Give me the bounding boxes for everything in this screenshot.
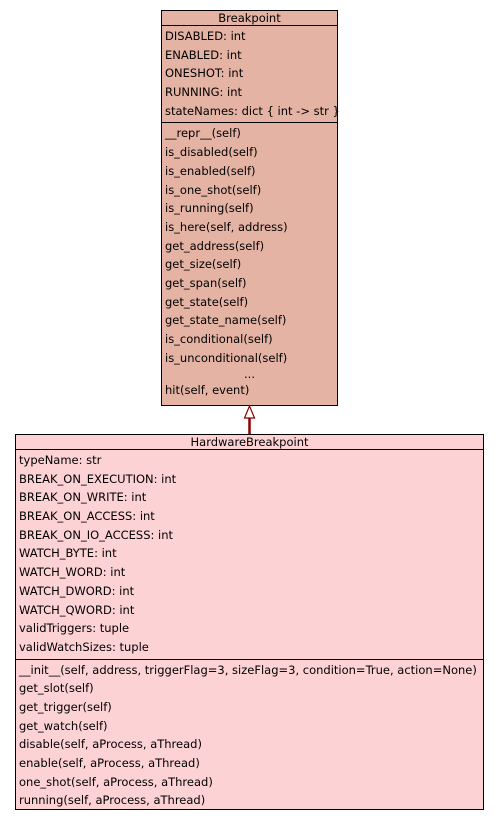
attribute: WATCH_WORD: int [19,565,126,580]
class-hardware-breakpoint[interactable]: HardwareBreakpoint typeName: str BREAK_O… [15,434,484,810]
method: disable(self, aProcess, aThread) [19,737,202,752]
method: hit(self, event) [165,383,250,398]
attribute: RUNNING: int [165,85,243,100]
method: enable(self, aProcess, aThread) [19,756,200,770]
attributes-section: typeName: str BREAK_ON_EXECUTION: int BR… [16,450,483,659]
attributes-section: DISABLED: int ENABLED: int ONESHOT: int … [162,26,340,122]
attribute: validWatchSizes: tuple [19,639,149,654]
attribute: ONESHOT: int [165,66,244,81]
class-name: HardwareBreakpoint [16,435,483,450]
attribute: ENABLED: int [165,47,242,62]
method: get_state_name(self) [165,313,287,328]
attribute: stateNames: dict { int -> str } [165,103,340,118]
method: get_watch(self) [19,718,108,733]
method: __repr__(self) [165,126,241,141]
method: get_span(self) [165,275,247,290]
attribute: WATCH_QWORD: int [19,602,135,617]
attribute: validTriggers: tuple [19,621,130,636]
method: get_trigger(self) [19,699,112,714]
attribute: BREAK_ON_ACCESS: int [19,509,155,524]
method: is_unconditional(self) [165,350,288,365]
class-name: Breakpoint [162,11,337,26]
method: is_running(self) [165,201,254,216]
method: get_address(self) [165,238,265,253]
methods-section: __repr__(self) is_disabled(self) is_enab… [162,122,337,402]
method: is_disabled(self) [165,145,258,160]
method: is_conditional(self) [165,332,273,346]
attribute: DISABLED: int [165,29,246,43]
attribute: BREAK_ON_WRITE: int [19,490,147,505]
method: __init__(self, address, triggerFlag=3, s… [19,662,477,677]
methods-section: __init__(self, address, triggerFlag=3, s… [16,658,483,813]
attribute: WATCH_BYTE: int [19,546,117,561]
method: is_enabled(self) [165,163,256,178]
attribute: BREAK_ON_EXECUTION: int [19,471,177,486]
method: get_slot(self) [19,681,94,696]
method: is_here(self, address) [165,219,288,234]
method: is_one_shot(self) [165,182,262,197]
attribute: WATCH_DWORD: int [19,583,135,598]
method: get_state(self) [165,294,249,309]
inheritance-arrowhead [243,404,256,419]
attribute: BREAK_ON_IO_ACCESS: int [19,527,174,542]
method: one_shot(self, aProcess, aThread) [19,774,213,789]
method-ellipsis: ... [244,367,255,382]
class-breakpoint[interactable]: Breakpoint DISABLED: int ENABLED: int ON… [161,10,340,406]
method: get_size(self) [165,257,242,272]
attribute: typeName: str [19,453,102,467]
method: running(self, aProcess, aThread) [19,793,206,808]
